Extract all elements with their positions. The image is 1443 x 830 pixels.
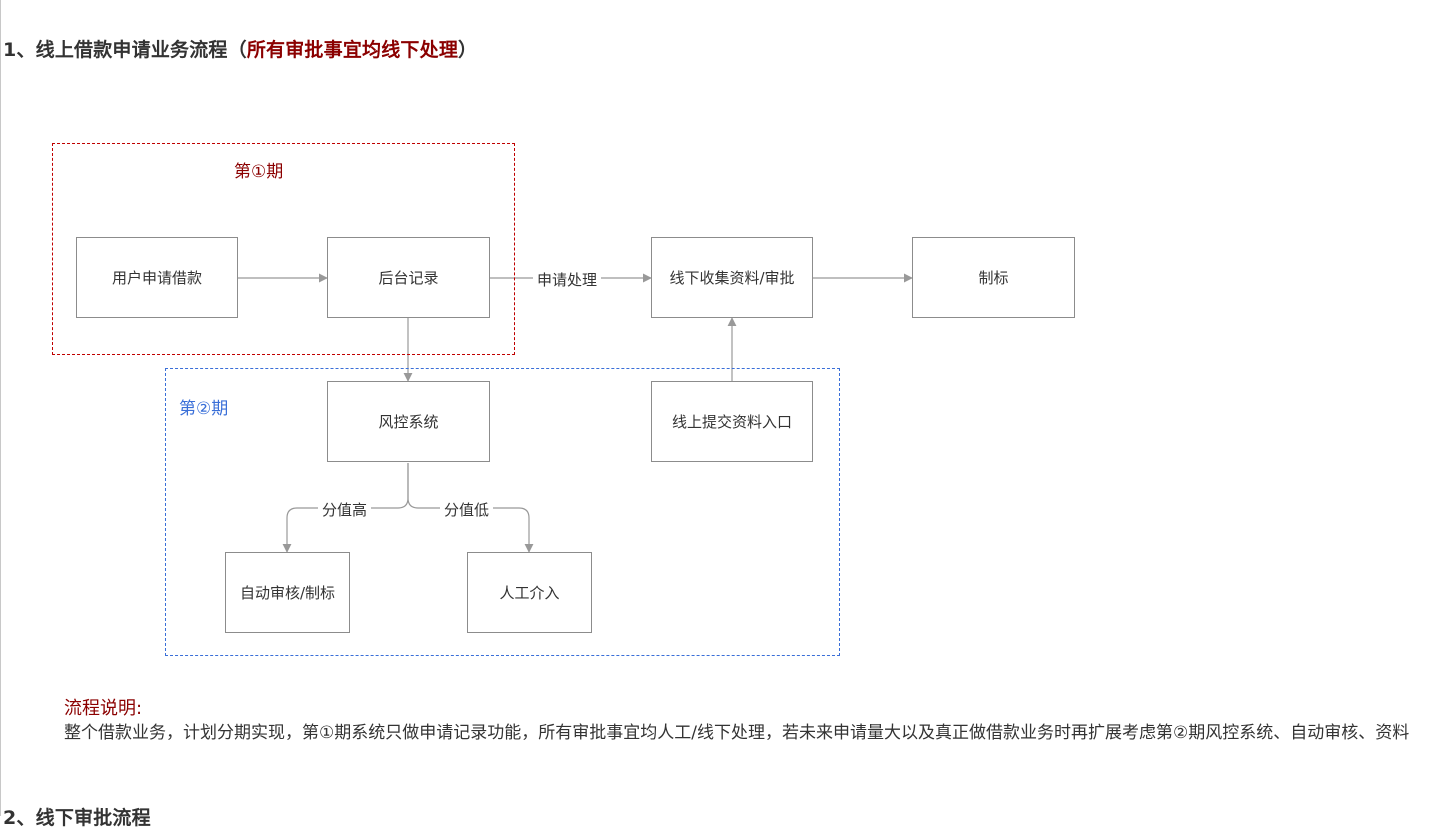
section-2-heading: 2、线下审批流程 [3,807,151,829]
node-offline-review: 线下收集资料/审批 [651,237,813,318]
section-1-suffix: ） [458,39,478,61]
node-apply-loan: 用户申请借款 [76,237,238,318]
node-online-submit: 线上提交资料入口 [651,381,813,462]
node-backend-record: 后台记录 [327,237,490,318]
phase-2-frame [165,368,840,656]
node-auto-review: 自动审核/制标 [225,552,350,633]
section-1-highlight: 所有审批事宜均线下处理 [246,39,459,61]
process-notes: 流程说明: 整个借款业务，计划分期实现，第①期系统只做申请记录功能，所有审批事宜… [64,697,1443,745]
phase-1-frame [52,143,515,355]
section-1-heading: 1、线上借款申请业务流程（所有审批事宜均线下处理） [3,35,477,62]
edge-label-low-score: 分值低 [440,499,494,520]
node-create-bid: 制标 [912,237,1075,318]
edge-label-high-score: 分值高 [318,499,372,520]
node-risk-system: 风控系统 [327,381,490,462]
phase-1-label: 第①期 [234,162,284,182]
notes-body: 整个借款业务，计划分期实现，第①期系统只做申请记录功能，所有审批事宜均人工/线下… [64,723,1410,743]
loan-flow-diagram: 第①期 第②期 用户申请借款 后台记录 线下收集资料/审批 制标 风控系统 线上… [1,0,1443,700]
edge-label-process: 申请处理 [533,269,602,290]
phase-2-label: 第②期 [179,399,229,419]
notes-title: 流程说明: [64,698,143,719]
node-manual-review: 人工介入 [467,552,592,633]
section-1-prefix: 1、线上借款申请业务流程（ [3,39,247,61]
